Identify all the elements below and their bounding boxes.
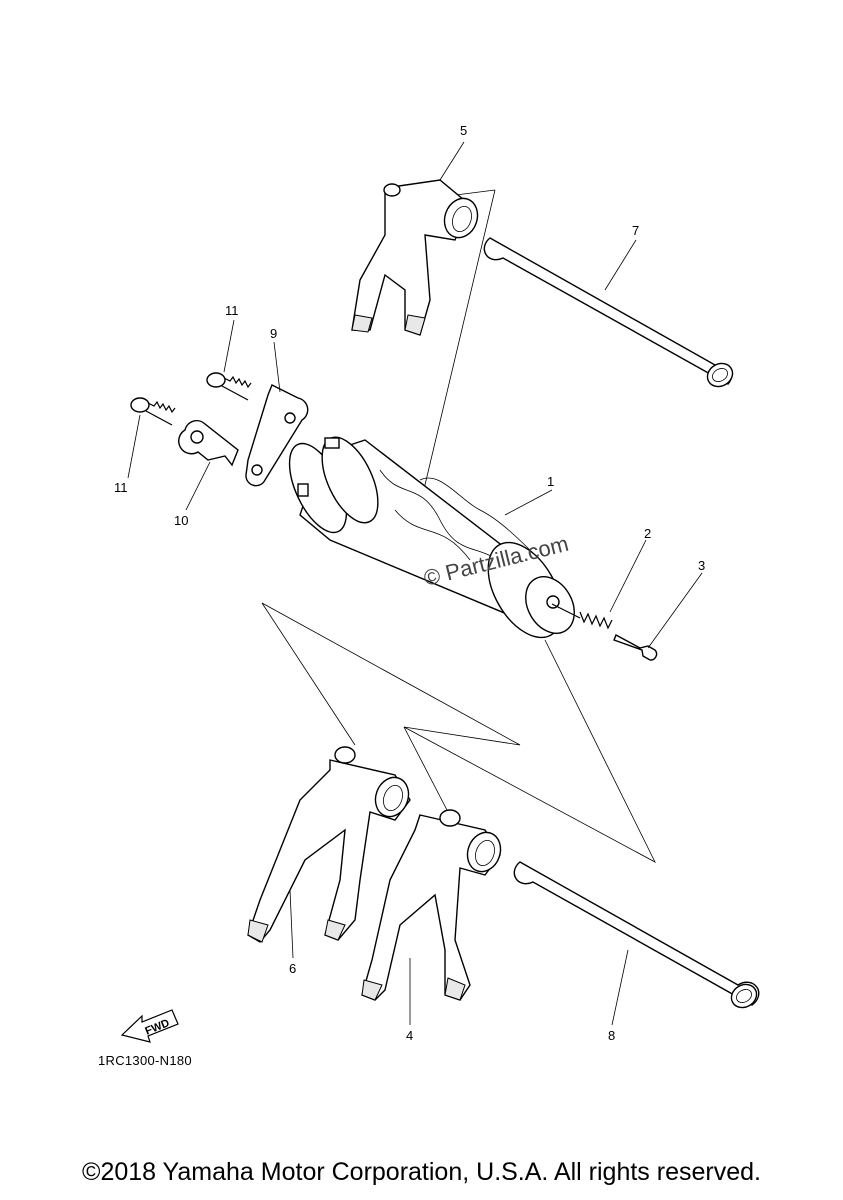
callout-2: 2	[644, 526, 651, 541]
pin	[613, 634, 658, 661]
callout-6: 6	[289, 961, 296, 976]
callout-4: 4	[406, 1028, 413, 1043]
spring	[551, 603, 613, 630]
diagram-code: 1RC1300-N180	[98, 1053, 192, 1068]
callout-10: 10	[174, 513, 188, 528]
callout-7: 7	[632, 223, 639, 238]
callout-1: 1	[547, 474, 554, 489]
callout-5: 5	[460, 123, 467, 138]
shift-shaft-lower	[513, 861, 760, 1009]
callout-11-lower: 11	[114, 480, 128, 495]
callout-11-upper: 11	[225, 303, 239, 318]
callout-9: 9	[270, 326, 277, 341]
copyright-notice: ©2018 Yamaha Motor Corporation, U.S.A. A…	[82, 1158, 761, 1186]
screw-upper	[206, 372, 252, 401]
callout-8: 8	[608, 1028, 615, 1043]
fwd-arrow-icon: FWD	[120, 1009, 179, 1043]
shift-fork-4	[361, 809, 502, 1001]
stopper-plate	[245, 384, 309, 487]
shift-drum	[288, 436, 575, 639]
stopper-lever	[178, 419, 239, 467]
shift-fork-6	[247, 746, 411, 943]
screw-lower	[130, 397, 176, 426]
leader-lines	[127, 141, 703, 1026]
shift-shaft-upper	[483, 237, 734, 388]
callout-3: 3	[698, 558, 705, 573]
callout-labels: 1 2 3 4 5 6 7 8 9 10 11 11	[114, 123, 705, 1043]
shift-fork-5	[351, 179, 479, 336]
